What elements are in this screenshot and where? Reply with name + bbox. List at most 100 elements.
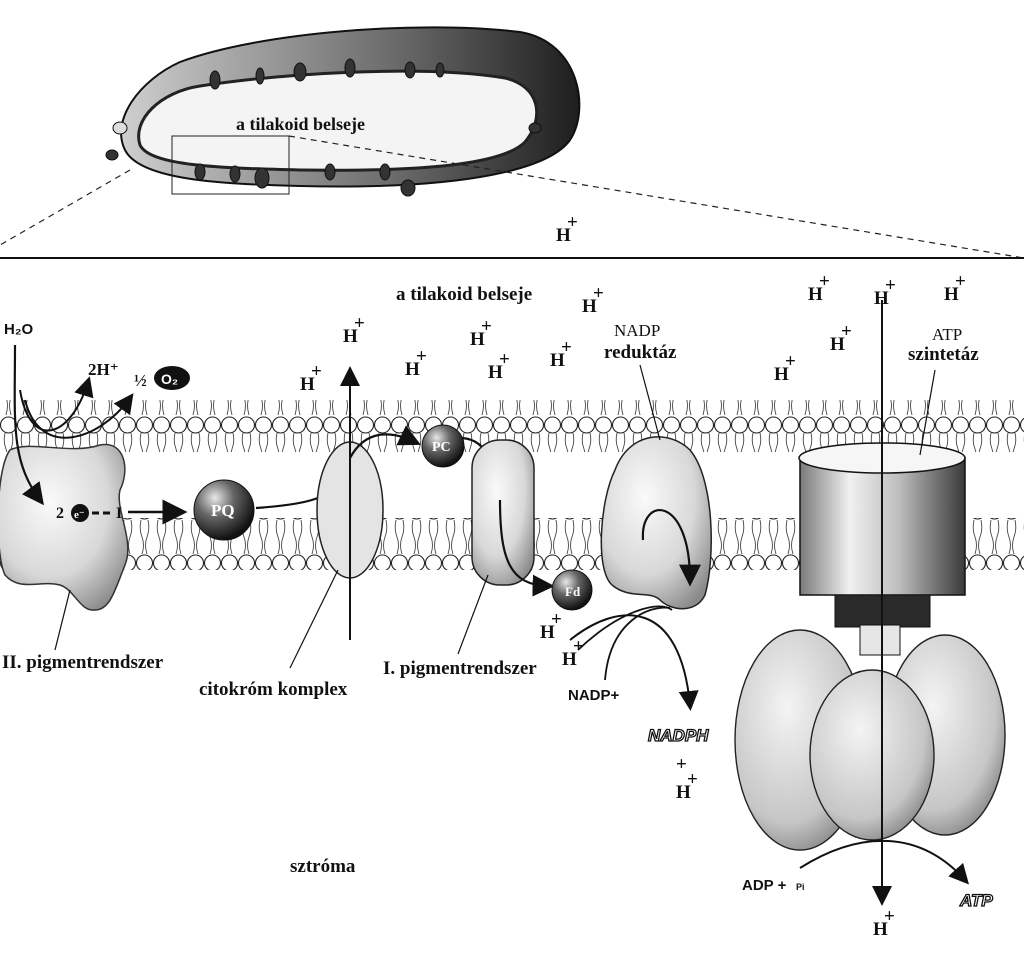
psi-label: I. pigmentrendszer xyxy=(383,658,537,679)
proton: H+ xyxy=(540,609,562,643)
svg-text:+: + xyxy=(819,271,830,292)
svg-text:+: + xyxy=(687,769,698,790)
proton: H+ xyxy=(944,271,966,305)
svg-text:H: H xyxy=(470,329,485,350)
proton: H+ xyxy=(874,275,896,309)
pc-ball xyxy=(421,424,465,468)
svg-text:H: H xyxy=(540,622,555,643)
atp-f1-center xyxy=(809,669,935,841)
half-label: ½ xyxy=(134,371,147,390)
svg-text:+: + xyxy=(785,351,796,372)
zoom-line-left xyxy=(0,169,131,246)
fd-ball xyxy=(551,569,593,611)
atp-synthase-label-2: szintetáz xyxy=(908,344,979,365)
svg-text:+: + xyxy=(561,337,572,358)
nadp-reductase-leader xyxy=(639,364,661,441)
photosystem-i: I. pigmentrendszer xyxy=(383,439,555,679)
atp-synthase: ATP szintetáz ADP + Pi ATP xyxy=(734,300,1006,911)
proton: H+ xyxy=(562,636,584,670)
oxygen-icon xyxy=(154,366,190,390)
arrow-water-2h xyxy=(19,376,94,432)
svg-text:+: + xyxy=(311,361,322,382)
proton: H+ xyxy=(873,906,895,940)
svg-text:+: + xyxy=(885,275,896,296)
nadp-reductase-label-2: reduktáz xyxy=(604,342,677,363)
svg-text:+: + xyxy=(481,316,492,337)
nadp-reductase: NADP reduktáz xyxy=(600,321,712,610)
svg-text:H: H xyxy=(873,919,888,940)
arrow-adp-to-atp xyxy=(799,839,970,885)
svg-text:H: H xyxy=(808,284,823,305)
stroma-label: sztróma xyxy=(290,856,356,877)
svg-text:+: + xyxy=(551,609,562,630)
arrow-water xyxy=(13,344,44,506)
proton: H+ xyxy=(488,349,510,383)
nadp-reductase-arrow xyxy=(641,508,701,587)
svg-text:+: + xyxy=(499,349,510,370)
svg-text:+: + xyxy=(416,346,427,367)
proton: H+ xyxy=(556,212,578,246)
electron-symbol: e⁻ xyxy=(74,509,85,521)
proton: H+ xyxy=(774,351,796,385)
psi-leader xyxy=(457,574,489,655)
psii-label: II. pigmentrendszer xyxy=(2,652,164,673)
svg-text:+: + xyxy=(593,283,604,304)
pq-ball xyxy=(193,479,255,541)
zoom-line-right xyxy=(288,135,1024,259)
cyt-label: citokróm komplex xyxy=(199,679,348,700)
arrow-cyt-to-pc xyxy=(349,425,421,459)
svg-text:H: H xyxy=(300,374,315,395)
fd-label: Fd xyxy=(565,584,581,599)
atp-synthase-label-1: ATP xyxy=(932,325,962,344)
proton: + xyxy=(676,754,687,775)
psii-complex xyxy=(0,443,129,611)
proton: H+ xyxy=(550,337,572,371)
arrow-water-o2 xyxy=(24,393,134,439)
nadp-plus-label: NADP+ xyxy=(568,687,620,704)
psi-body xyxy=(471,439,535,586)
nadp-reductase-body xyxy=(600,436,712,610)
svg-text:H: H xyxy=(830,334,845,355)
overview-membrane-proteins xyxy=(105,58,542,197)
cyt-leader xyxy=(289,569,339,669)
svg-text:H: H xyxy=(676,782,691,803)
water-label: H₂O xyxy=(4,321,33,338)
svg-text:H: H xyxy=(582,296,597,317)
proton: H+ xyxy=(405,346,427,380)
pi-label: Pi xyxy=(796,882,805,892)
svg-text:H: H xyxy=(556,225,571,246)
svg-text:H: H xyxy=(405,359,420,380)
proton: H+ xyxy=(470,316,492,350)
thylakoid-overview: a tilakoid belseje xyxy=(105,26,581,197)
proton: H+ xyxy=(830,321,852,355)
svg-text:+: + xyxy=(955,271,966,292)
adp-label: ADP + xyxy=(742,877,787,894)
svg-text:+: + xyxy=(841,321,852,342)
proton: H+ xyxy=(582,283,604,317)
proton: H+ xyxy=(343,313,365,347)
photosystem-ii: 2 e⁻ I H₂O 2H⁺ ½ O₂ II. pigmentrendszer xyxy=(0,321,190,673)
svg-text:H: H xyxy=(488,362,503,383)
proton: H+ xyxy=(808,271,830,305)
pc-label: PC xyxy=(432,440,451,455)
oxygen-label: O₂ xyxy=(161,371,178,387)
curve-nadp-2 xyxy=(604,606,671,681)
proton: H+ xyxy=(300,361,322,395)
protons: H+ H+ H+ H+ H+ H+ H+ H+ H+ H+ H+ H+ H+ H… xyxy=(300,212,966,940)
plastocyanin: PC xyxy=(421,424,506,505)
atp-stalk-inner xyxy=(859,624,901,656)
ferredoxin: Fd NADP+ NADPH xyxy=(551,569,710,746)
lumen-label: a tilakoid belseje xyxy=(396,284,532,305)
atp-synthase-leader xyxy=(919,369,936,456)
nadph-label: NADPH xyxy=(648,726,709,745)
atp-label: ATP xyxy=(959,891,993,910)
svg-text:H: H xyxy=(774,364,789,385)
svg-text:H: H xyxy=(343,326,358,347)
proton: H+ xyxy=(676,769,698,803)
pq-label: PQ xyxy=(211,501,235,520)
psii-leader xyxy=(54,589,71,651)
svg-text:+: + xyxy=(573,636,584,657)
svg-text:H: H xyxy=(944,284,959,305)
svg-text:H: H xyxy=(550,350,565,371)
